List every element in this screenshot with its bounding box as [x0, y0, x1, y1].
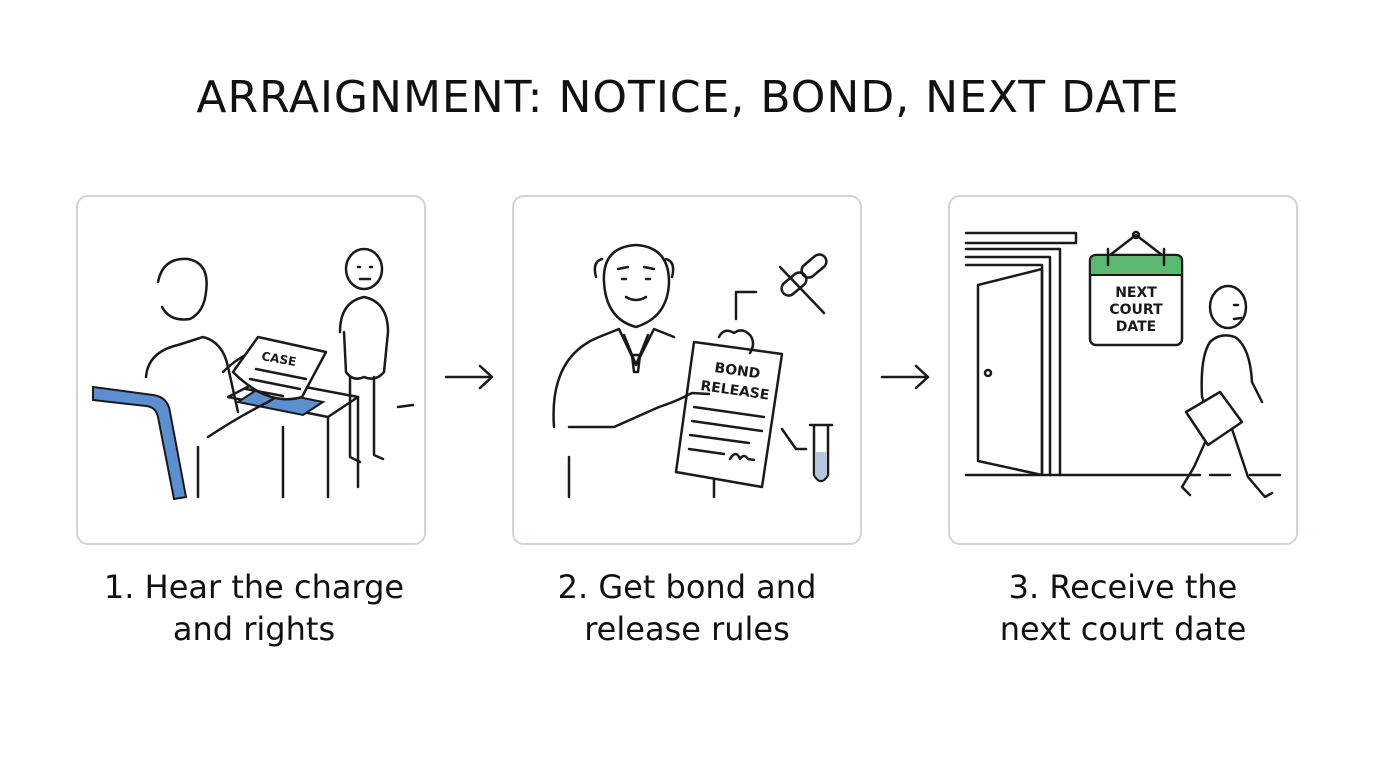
bond-label-line1: BOND: [713, 360, 761, 382]
bond-document: BOND RELEASE: [674, 329, 784, 489]
step-2-illustration: BOND RELEASE: [552, 243, 834, 499]
step-1-caption-line2: and rights: [172, 610, 336, 648]
calendar-sign: NEXT COURT DATE: [1088, 230, 1184, 347]
step-3-panel: NEXT COURT DATE: [948, 195, 1298, 545]
step-1-caption: 1. Hear the charge and rights: [54, 566, 454, 650]
case-label: CASE: [260, 349, 297, 369]
step-1-caption-line1: 1. Hear the charge: [103, 568, 405, 606]
step-2-caption-line1: 2. Get bond and: [557, 568, 817, 606]
step-3-illustration: NEXT COURT DATE: [964, 230, 1282, 499]
sign-line2: COURT: [1109, 302, 1163, 318]
defendant-figure: [338, 247, 415, 464]
step-2-panel: BOND RELEASE: [512, 195, 862, 545]
page-title: ARRAIGNMENT: NOTICE, BOND, NEXT DATE: [196, 72, 1180, 123]
step-1-illustration: CASE: [92, 247, 415, 501]
right-arrow-icon: [444, 364, 494, 390]
step-2-caption-line2: release rules: [584, 610, 790, 648]
right-arrow-icon: [880, 364, 930, 390]
door: [964, 231, 1282, 477]
walking-person: [1180, 284, 1274, 499]
step-2-caption: 2. Get bond and release rules: [487, 566, 887, 650]
step-3-caption: 3. Receive the next court date: [923, 566, 1323, 650]
folder: [1184, 390, 1244, 447]
step-3-caption-line2: next court date: [999, 610, 1247, 648]
step-1-panel: CASE: [76, 195, 426, 545]
test-tube-icon: [780, 423, 834, 483]
step-3-caption-line1: 3. Receive the: [1008, 568, 1238, 606]
broken-chain-icon: [734, 253, 828, 321]
chair: [92, 385, 188, 501]
pointing-hand: [682, 391, 711, 399]
sign-line3: DATE: [1116, 319, 1156, 335]
sign-line1: NEXT: [1115, 285, 1157, 301]
case-document: CASE: [231, 335, 328, 401]
